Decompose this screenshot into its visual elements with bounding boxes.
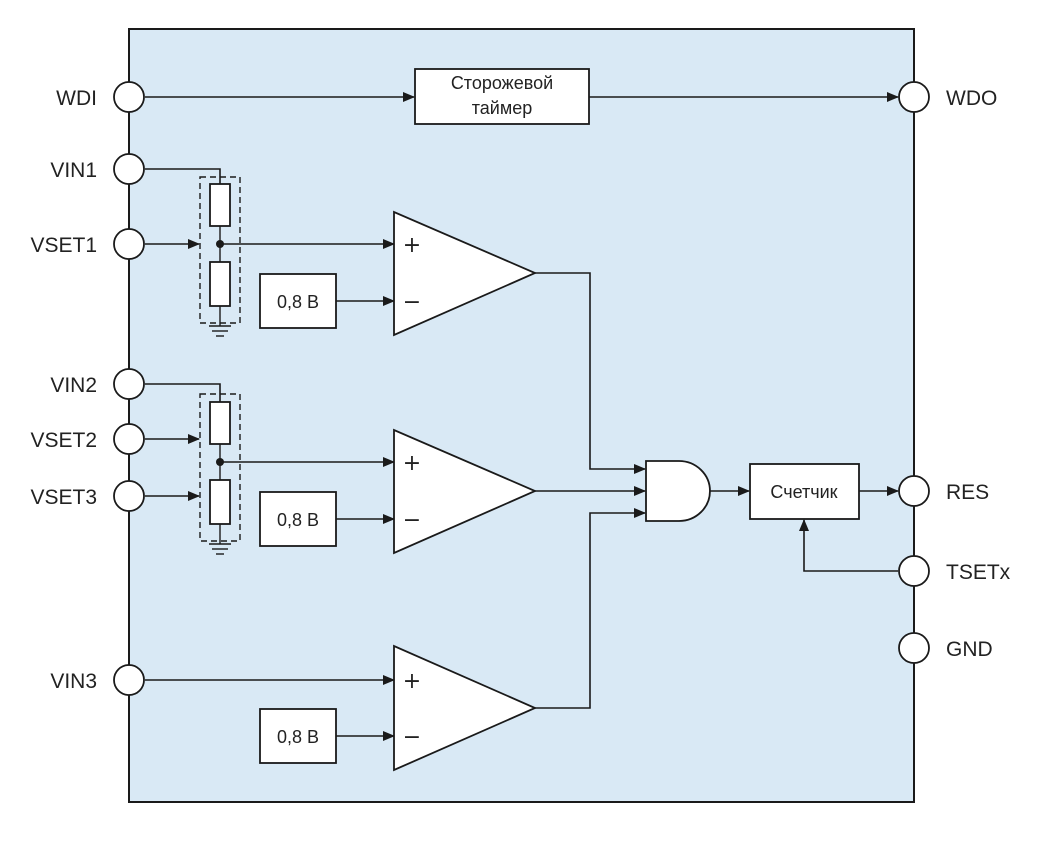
label-wdi: WDI [56,87,97,110]
wire-comp3-out [535,508,646,709]
comparator-1-plus: + [403,233,421,258]
reference-label-2: 0,8 В [277,510,319,530]
comparator-3 [393,644,538,772]
label-vset2: VSET2 [30,429,97,452]
pin-vin3 [113,664,145,696]
pin-wdi [113,81,145,113]
counter-block [749,463,860,520]
comparator-2-plus: + [403,451,421,476]
wire-tsetx [799,519,898,572]
comparator-1 [393,210,538,337]
comparator-2 [393,428,538,555]
watchdog-label-line1: Сторожевой [451,73,553,93]
label-res: RES [946,481,989,504]
wire-vin1 [145,168,221,184]
label-wdo: WDO [946,87,997,110]
comparator-1-minus: − [403,290,421,315]
divider2-resistor-top [209,401,231,445]
comparator-3-plus: + [403,669,421,694]
reference-label-1: 0,8 В [277,292,319,312]
counter-label: Счетчик [770,482,837,502]
pin-gnd [898,632,930,664]
pin-vset2 [113,423,145,455]
wire-comp1-out [535,272,646,474]
reference-label-3: 0,8 В [277,727,319,747]
pin-tsetx [898,555,930,587]
comparator-3-minus: − [403,725,421,750]
divider1-resistor-bottom [209,261,231,307]
label-tsetx: TSETx [946,561,1011,584]
label-vin3: VIN3 [50,670,97,693]
label-vin2: VIN2 [50,374,97,397]
pin-wdo [898,81,930,113]
divider2-resistor-bottom [209,479,231,525]
watchdog-timer-block [414,68,590,125]
chip-body [128,28,915,803]
reference-box-3 [259,708,337,764]
and-gate [645,460,711,522]
divider2-frame [199,393,241,542]
reference-box-2 [259,491,337,547]
label-vset3: VSET3 [30,486,97,509]
wire-vin2 [145,383,221,402]
label-vin1: VIN1 [50,159,97,182]
pin-vin2 [113,368,145,400]
label-gnd: GND [946,638,993,661]
pin-vset3 [113,480,145,512]
pin-res [898,475,930,507]
comparator-2-minus: − [403,508,421,533]
watchdog-label-line2: таймер [472,98,533,118]
pin-vset1 [113,228,145,260]
divider1-resistor-top [209,183,231,227]
divider1-frame [199,176,241,324]
reference-box-1 [259,273,337,329]
pin-vin1 [113,153,145,185]
label-vset1: VSET1 [30,234,97,257]
